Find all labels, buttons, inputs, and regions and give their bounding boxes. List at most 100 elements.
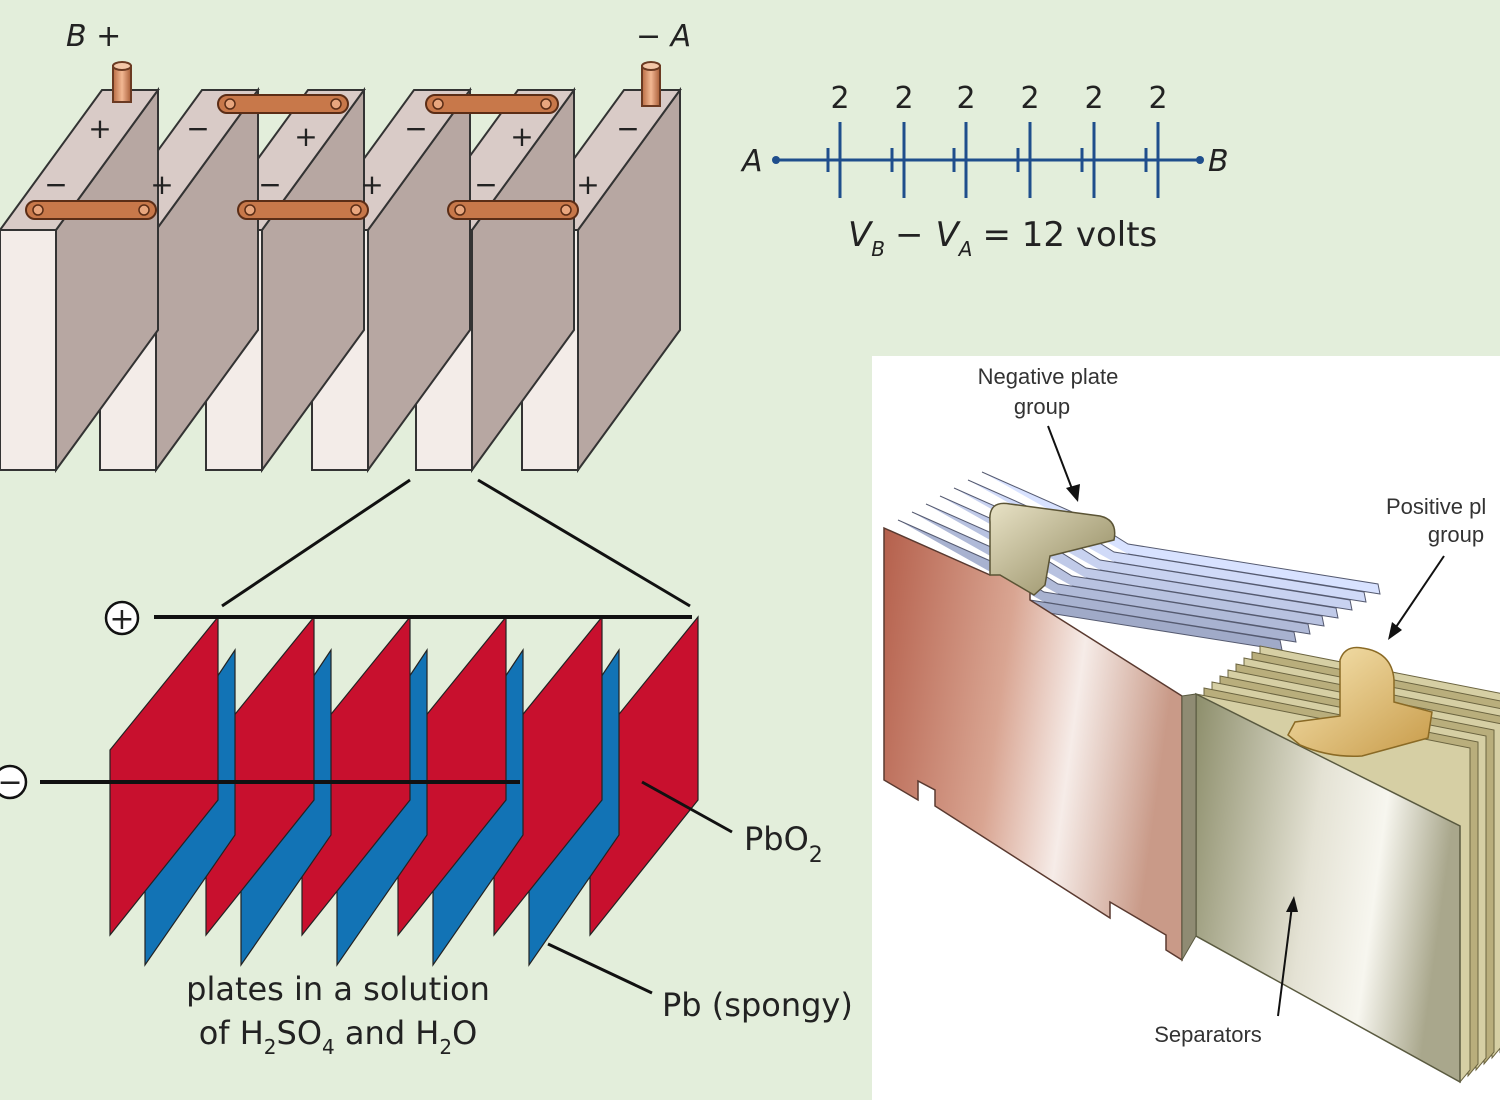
zoom-line-left [221, 478, 411, 608]
va-subscript: A [957, 237, 973, 261]
connector-bolt [32, 204, 44, 216]
connector-bar [25, 200, 157, 220]
caption2-p3: and H [335, 1014, 440, 1052]
node-a-label: A [740, 144, 763, 179]
cell-voltage-label: 2 [1148, 81, 1167, 116]
connector-bolt [350, 204, 362, 216]
caption-line-2: of H2SO4 and H2O [199, 1014, 478, 1059]
connector-bolt [540, 98, 552, 110]
connector-bar [217, 94, 349, 114]
pbo2-label: PbO2 [744, 820, 823, 868]
connector-strap [25, 200, 157, 220]
positive-plate-label-line2: group [1428, 522, 1484, 547]
positive-strap [1287, 646, 1433, 758]
cell-sign: + [360, 168, 383, 201]
cell-sign: − [616, 112, 639, 145]
cell-voltage-label: 2 [830, 81, 849, 116]
negative-plate-arrowhead [1066, 484, 1080, 502]
terminal-b-label: B + [66, 19, 121, 54]
connector-bar [425, 94, 559, 114]
separators-arrowhead [1286, 896, 1298, 912]
cell-sign: − [186, 112, 209, 145]
positive-plate-label-line1: Positive pl [1386, 494, 1486, 519]
battery-cell [0, 86, 160, 474]
cell-voltage-label: 2 [956, 81, 975, 116]
cell-sign: + [510, 120, 533, 153]
caption2-p1: of H [199, 1014, 264, 1052]
zoom-line-right [477, 478, 691, 608]
terminal-a-post [641, 61, 661, 107]
schematic-cell: 2 [1080, 81, 1104, 198]
connector-bolt [244, 204, 256, 216]
cell-connectors [25, 94, 579, 220]
separators-arrow [1277, 905, 1293, 1017]
pb-leader [547, 942, 653, 995]
plate-group-illustration: Negative plate group Positive pl group S… [872, 356, 1500, 1100]
vb-subscript: B [871, 237, 885, 261]
connector-bolt [560, 204, 572, 216]
caption2-p4: O [452, 1014, 477, 1052]
cell-sign: − [474, 168, 497, 201]
negative-plate-edge [981, 471, 1381, 595]
caption2-p2: SO [277, 1014, 323, 1052]
pbo2-main: PbO [744, 820, 809, 858]
cell-polarity-signs: +−+−+−−+−+−+ [44, 112, 639, 201]
terminal-b-post [112, 61, 132, 103]
cell-plates [109, 615, 699, 967]
connector-bolt [432, 98, 444, 110]
cell-sign: + [294, 120, 317, 153]
connector-strap [425, 94, 559, 114]
negative-terminal-sign: − [0, 765, 23, 800]
battery-cells [0, 86, 682, 474]
positive-terminal-symbol [104, 600, 140, 636]
cell-voltage-label: 2 [894, 81, 913, 116]
negative-strap [989, 502, 1116, 596]
node-a-dot [772, 156, 780, 164]
separator-edge [1181, 693, 1197, 962]
schematic-cells: 2 2 2 2 2 2 [826, 81, 1168, 198]
positive-plate-arrowhead [1388, 622, 1402, 640]
negative-plate-edge [897, 519, 1297, 643]
schematic-cell: 2 [1144, 81, 1168, 198]
caption2-s1: 2 [264, 1035, 277, 1059]
schematic-cell: 2 [890, 81, 914, 198]
cell-sign: − [44, 168, 67, 201]
connector-bolt [138, 204, 150, 216]
cell-voltage-label: 2 [1020, 81, 1039, 116]
connector-bolt [454, 204, 466, 216]
negative-terminal-symbol [0, 764, 28, 800]
negative-plate-arrow [1047, 425, 1075, 495]
node-b-dot [1196, 156, 1204, 164]
cell-sign: − [404, 112, 427, 145]
negative-plate-label-line2: group [1014, 394, 1070, 419]
cell-voltage-label: 2 [1084, 81, 1103, 116]
connector-bolt [330, 98, 342, 110]
caption2-s3: 2 [439, 1035, 452, 1059]
equation-minus: − [895, 215, 924, 255]
positive-plate-arrow [1393, 555, 1445, 631]
positive-plate [109, 615, 219, 937]
schematic-cell: 2 [1016, 81, 1040, 198]
cell-sign: + [576, 168, 599, 201]
connector-strap [447, 200, 579, 220]
terminal-a-label: − A [636, 19, 691, 54]
cell-sign: + [150, 168, 173, 201]
positive-terminal-sign: + [109, 602, 134, 637]
voltage-equation: VB−VA= 12 volts [848, 215, 1157, 261]
connector-bar [237, 200, 369, 220]
pb-spongy-label: Pb (spongy) [662, 986, 853, 1024]
cell-front-face [0, 229, 57, 471]
connector-strap [217, 94, 349, 114]
caption2-s2: 4 [322, 1035, 335, 1059]
connector-strap [237, 200, 369, 220]
connector-bar [447, 200, 579, 220]
schematic-cell: 2 [952, 81, 976, 198]
schematic-cell: 2 [826, 81, 850, 198]
pbo2-leader [641, 780, 733, 834]
cell-sign: + [88, 112, 111, 145]
caption-line-1: plates in a solution [186, 970, 490, 1008]
negative-plate-label-line1: Negative plate [978, 364, 1119, 389]
separators-label: Separators [1154, 1022, 1262, 1047]
